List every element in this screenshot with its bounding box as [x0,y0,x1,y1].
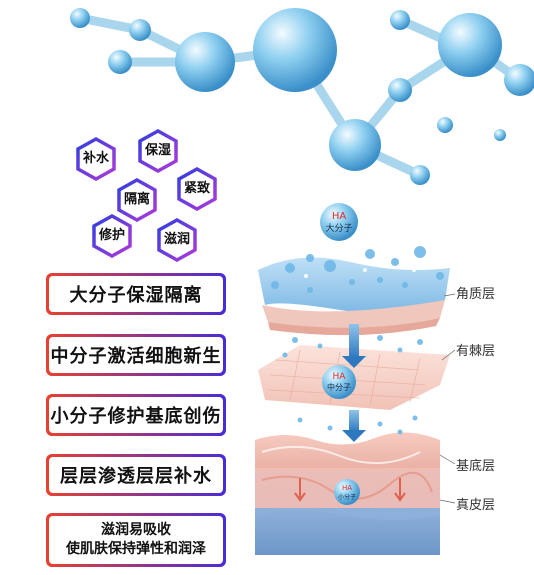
hex-badge: 紧致 [175,167,219,211]
hex-badge: 修护 [90,214,134,258]
benefit-text: 层层渗透层层补水 [60,466,212,487]
skin-diagram [255,246,456,555]
hex-badge: 滋润 [155,218,199,262]
hex-label: 保湿 [144,143,171,158]
hex-badge: 保湿 [136,129,180,173]
benefit-text-line2: 使肌肤保持弹性和润泽 [66,541,206,557]
benefit-text: 小分子修护基底创伤 [50,406,222,427]
hex-label: 滋润 [163,232,190,247]
layer-label-stratum-spinosum: 有棘层 [456,344,496,359]
molecule-balls [70,8,534,185]
benefit-pill: 中分子激活细胞新生 [46,334,226,376]
benefit-text-line1: 滋润易吸收 [101,522,171,538]
hex-badge: 补水 [74,137,118,181]
hex-label: 隔离 [123,192,150,207]
ha-small-size: 小分子 [338,493,356,501]
ha-small-name: HA [342,484,352,492]
benefit-pill: 大分子保湿隔离 [46,273,226,315]
ha-large-name: HA [332,211,347,222]
benefit-pill-final: 滋润易吸收 使肌肤保持弹性和润泽 [46,513,226,567]
hex-badge: 隔离 [115,178,159,222]
ha-large-size: 大分子 [325,222,352,234]
ha-medium-name: HA [333,372,347,382]
layer-label-dermis: 真皮层 [456,498,496,513]
hex-label: 紧致 [183,181,210,196]
hex-label: 修护 [98,228,125,243]
layer-label-stratum-corneum: 角质层 [456,287,496,302]
hex-label: 补水 [82,151,109,166]
benefit-pill: 小分子修护基底创伤 [46,394,226,436]
benefit-text: 大分子保湿隔离 [69,285,203,306]
layer-label-basal-layer: 基底层 [456,459,496,474]
benefit-text: 中分子激活细胞新生 [50,346,222,367]
ha-bubbles [320,203,360,505]
benefit-pill: 层层渗透层层补水 [46,454,226,496]
ha-medium-size: 中分子 [327,382,351,392]
